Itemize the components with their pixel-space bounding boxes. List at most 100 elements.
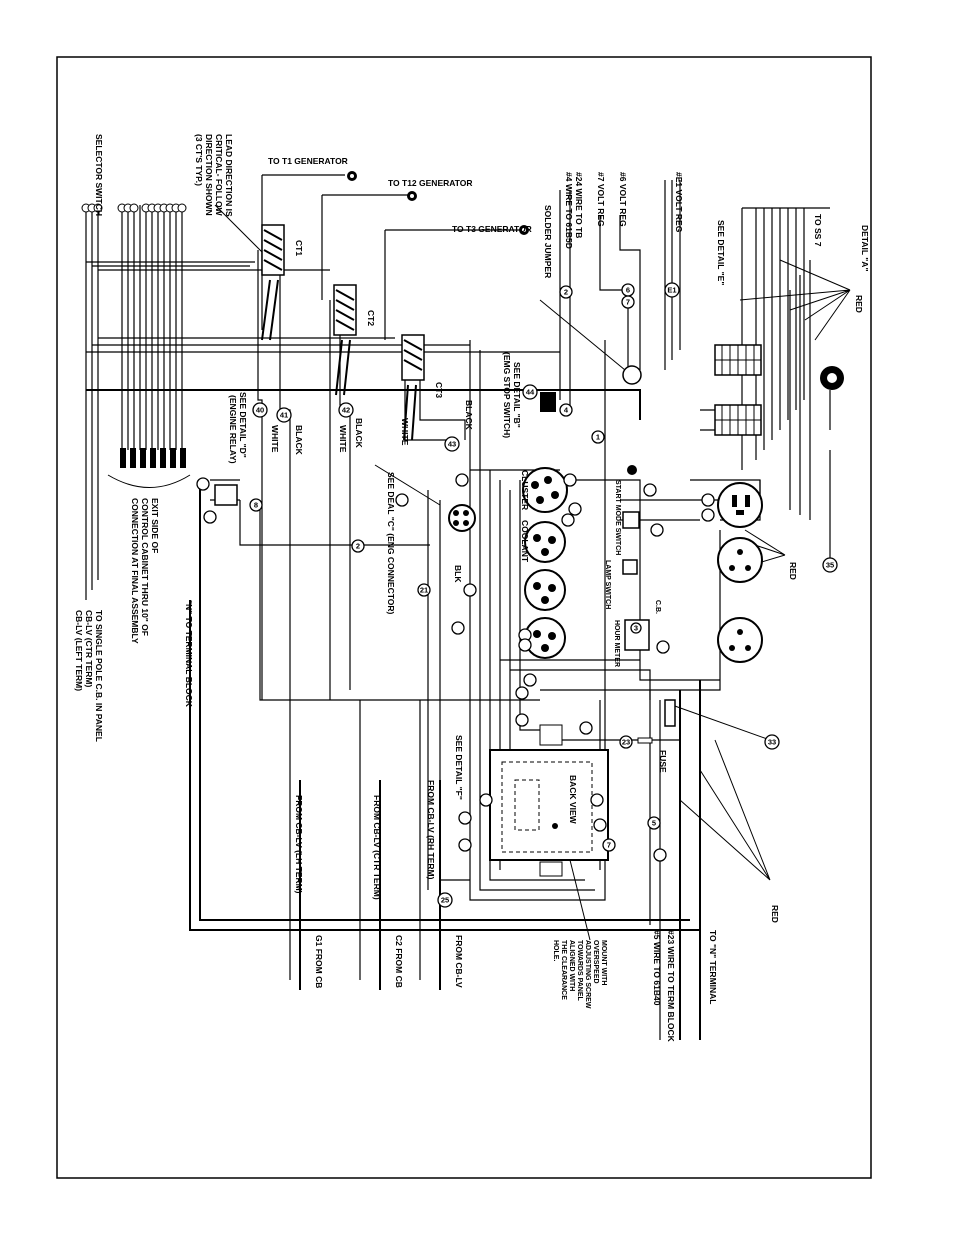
- svg-text:5: 5: [652, 819, 656, 828]
- label-from-ctr: FROM CB-LV (CTR TERM): [372, 795, 382, 900]
- label-mount-1: MOUNT WITH: [600, 940, 607, 986]
- label-engine-relay: (ENGINE RELAY): [228, 395, 238, 464]
- gauge-4: [524, 617, 566, 659]
- ground-stud: [820, 366, 844, 390]
- label-from-lh: FROM CB-LV (LH TERM): [294, 795, 304, 894]
- svg-text:4: 4: [564, 406, 569, 415]
- node-41: 41: [276, 407, 292, 423]
- label-emg-stop: (EMG STOP SWITCH): [502, 352, 512, 438]
- label-to-ss: TO SS 7: [813, 214, 823, 247]
- svg-text:E1: E1: [667, 286, 676, 295]
- label-n-terminal-block: "N" TO TERMINAL BLOCK: [184, 600, 194, 708]
- wire-number-markers: 6 7 E1 2 4 1 41 42 40 43 44 8 2 21 23 5 …: [196, 282, 838, 908]
- label-exit-side-3: CONNECTION AT FINAL ASSEMBLY: [130, 498, 140, 644]
- label-black-3: BLACK: [464, 400, 474, 431]
- label-black-1: BLACK: [294, 425, 304, 456]
- label-ct1: CT1: [294, 240, 304, 256]
- label-wire-24b: #4 WIRE TO 61B5D: [564, 172, 574, 249]
- label-see-detail-b: SEE DETAIL "B": [512, 362, 522, 428]
- node-44: 44: [522, 384, 538, 400]
- svg-text:8: 8: [254, 501, 258, 510]
- label-blk: BLK: [453, 565, 463, 583]
- terminal-block-1: [714, 344, 762, 376]
- coolant-gauge: [524, 521, 566, 563]
- label-solder-jumper: SOLDER JUMPER: [543, 205, 553, 278]
- label-start-mode: START MODE SWITCH: [614, 480, 621, 555]
- label-ct2: CT2: [366, 310, 376, 326]
- svg-text:6: 6: [626, 286, 630, 295]
- label-see-detail-c: SEE DEAL "C" (ENG CONNECTOR): [386, 472, 396, 615]
- lamp-switch: [622, 559, 638, 575]
- label-mount-5: ALIGNED WITH: [568, 940, 575, 991]
- current-transformer-ct1: [261, 224, 285, 341]
- current-transformer-ct3: [401, 334, 425, 441]
- label-back-view: BACK VIEW: [568, 775, 578, 825]
- node-42: 42: [338, 402, 354, 418]
- gauge-3: [524, 569, 566, 611]
- node-5: 5: [647, 816, 661, 830]
- emg-stop-switch: [540, 392, 556, 412]
- label-lamp-switch: LAMP SWITCH: [604, 560, 611, 609]
- label-cb-lv-left: CB-LV (LEFT TERM): [74, 610, 84, 691]
- svg-text:21: 21: [420, 586, 428, 595]
- start-mode-switch: [622, 511, 640, 529]
- label-to-t1: TO T1 GENERATOR: [268, 156, 348, 166]
- label-exit-side: EXIT SIDE OF: [150, 498, 160, 553]
- label-see-detail-d: SEE DETAIL "D": [238, 392, 248, 458]
- svg-text:35: 35: [826, 561, 834, 570]
- node-2b: 2: [351, 539, 365, 553]
- label-red-3: RED: [770, 905, 780, 923]
- current-transformer-ct2: [333, 284, 357, 396]
- svg-text:1: 1: [596, 433, 600, 442]
- label-single-pole: TO SINGLE POLE C.B. IN PANEL: [94, 610, 104, 742]
- label-selector-switch: SELECTOR SWITCH: [94, 134, 104, 216]
- label-g1-from: G1 FROM CB: [314, 935, 324, 988]
- svg-text:2: 2: [356, 542, 360, 551]
- label-hour-meter: HOUR METER: [613, 620, 620, 667]
- node-4: 4: [559, 403, 573, 417]
- label-c2-from: C2 FROM CB: [394, 935, 404, 988]
- label-exit-side-2: CONTROL CABINET THRU 10" OF: [140, 498, 150, 636]
- node-2a: 2: [559, 285, 573, 299]
- label-mount-2: OVERSPEED: [592, 940, 599, 984]
- label-wire-5: #5 WIRE TO 61B40: [652, 930, 662, 1006]
- solder-jumper: [622, 365, 642, 385]
- label-red-2: RED: [788, 562, 798, 580]
- label-from-cb-lv: FROM CB-LV: [454, 935, 464, 988]
- label-see-detail-e: SEE DETAIL "E": [716, 220, 726, 285]
- label-volt-reg-e1: #E1 VOLT REG: [674, 172, 684, 233]
- label-to-t12: TO T12 GENERATOR: [388, 178, 473, 188]
- label-mount-6: THE CLEARANCE: [560, 940, 567, 1000]
- label-lead-direction-3: DIRECTION SHOWN: [204, 134, 214, 216]
- receptacle-2: [717, 537, 763, 583]
- node-33: 33: [764, 734, 780, 750]
- svg-text:43: 43: [448, 440, 456, 449]
- label-detail-a: DETAIL "A": [860, 225, 870, 271]
- svg-text:44: 44: [526, 388, 535, 397]
- node-43: 43: [444, 436, 460, 452]
- back-view-controller: [489, 724, 609, 877]
- node-3: 3: [630, 622, 642, 634]
- node-40: 40: [252, 402, 268, 418]
- svg-text:40: 40: [256, 406, 264, 415]
- generator-terminals: [347, 171, 529, 235]
- svg-text:2: 2: [564, 288, 568, 297]
- label-fuse: FUSE: [658, 750, 668, 773]
- exit-connectors: [107, 448, 191, 488]
- node-1a: 1: [591, 430, 605, 444]
- label-to-n-terminal: TO "N" TERMINAL: [708, 930, 718, 1004]
- label-mount-3: ADJUSTING SCREW: [584, 940, 591, 1009]
- label-lead-direction: LEAD DIRECTION IS: [224, 134, 234, 217]
- label-cluster: CLUSTER: [520, 470, 530, 510]
- svg-text:23: 23: [622, 738, 630, 747]
- label-to-t3: TO T3 GENERATOR: [452, 224, 532, 234]
- receptacle-3: [717, 617, 763, 663]
- node-35: 35: [822, 557, 838, 573]
- diagram-labels: SELECTOR SWITCH LEAD DIRECTION IS CRITIC…: [74, 134, 870, 1043]
- node-8: 8: [249, 498, 263, 512]
- node-25: 25: [437, 892, 453, 908]
- label-white-3: WHITE: [400, 418, 410, 446]
- label-volt-reg-6: #6 VOLT REG: [618, 172, 628, 227]
- receptacle-1: [717, 482, 763, 528]
